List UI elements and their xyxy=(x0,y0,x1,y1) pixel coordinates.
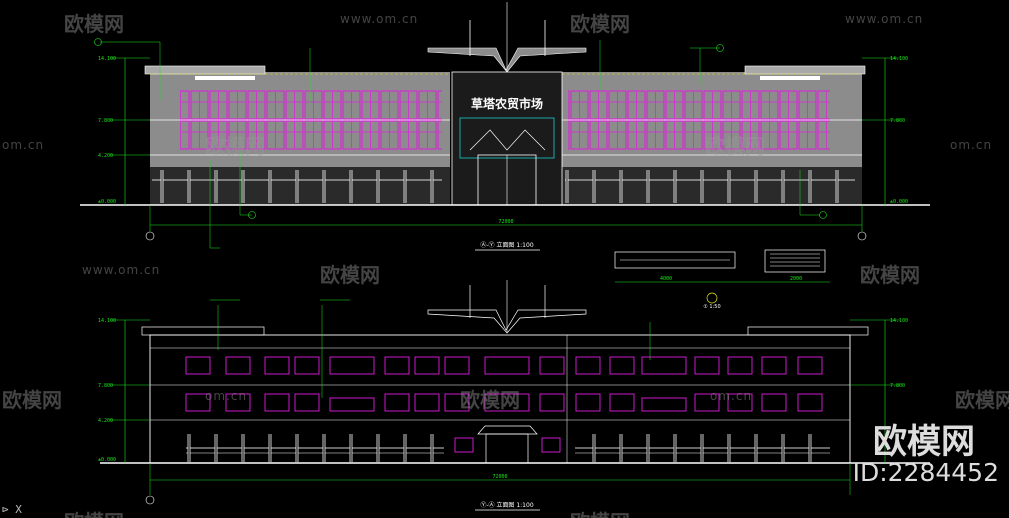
svg-text:±0.000: ±0.000 xyxy=(890,199,908,205)
watermark-url: www.om.cn xyxy=(845,12,924,26)
svg-text:72000: 72000 xyxy=(492,474,507,480)
rear-right-shutters xyxy=(575,434,830,462)
svg-text:4.200: 4.200 xyxy=(98,153,113,159)
rear-elevation: 72000 14.100 7.800 4.200 ±0.000 14.100 7… xyxy=(98,280,930,511)
watermark-logo: 欧模网 xyxy=(570,12,630,36)
watermark-url: om.cn xyxy=(2,138,45,152)
watermark-logo: 欧模网 xyxy=(460,388,520,412)
svg-text:7.800: 7.800 xyxy=(98,118,113,124)
watermark-url: om.cn xyxy=(205,389,248,403)
svg-text:7.800: 7.800 xyxy=(890,118,905,124)
watermark-logo: 欧模网 xyxy=(2,388,62,412)
svg-text:14.100: 14.100 xyxy=(98,56,116,62)
rear-elevation-title: Ⓨ-Ⓐ 立面图 1:100 xyxy=(480,501,533,509)
svg-text:14.100: 14.100 xyxy=(890,318,908,324)
svg-text:±0.000: ±0.000 xyxy=(98,199,116,205)
front-left-shopfronts xyxy=(152,170,442,203)
rear-left-shutters xyxy=(186,434,444,462)
svg-text:±0.000: ±0.000 xyxy=(98,457,116,463)
watermark-logo: 欧模网 xyxy=(64,506,124,518)
parapet-detail: 4000 2000 ① 1:50 xyxy=(614,249,830,310)
svg-text:4.200: 4.200 xyxy=(98,418,113,424)
front-overall-dimension: 72000 xyxy=(498,219,513,225)
watermark-url: www.om.cn xyxy=(82,263,161,277)
watermark-url: www.om.cn xyxy=(340,12,419,26)
command-line-prompt[interactable]: ⊳ X xyxy=(2,503,22,516)
watermark-logo: 欧模网 xyxy=(705,134,765,158)
watermark-url: om.cn xyxy=(950,138,993,152)
watermark-url: om.cn xyxy=(710,389,753,403)
watermark-logo: 欧模网 xyxy=(955,388,1009,412)
watermark-logo: 欧模网 xyxy=(64,12,124,36)
svg-text:4000: 4000 xyxy=(660,276,672,282)
svg-text:14.100: 14.100 xyxy=(890,56,908,62)
watermark-logo: 欧模网 xyxy=(860,263,920,287)
svg-text:7.800: 7.800 xyxy=(98,383,113,389)
svg-text:2000: 2000 xyxy=(790,276,802,282)
watermark-logo: 欧模网 xyxy=(320,263,380,287)
svg-text:14.100: 14.100 xyxy=(98,318,116,324)
front-elevation-title: Ⓐ-Ⓨ 立面图 1:100 xyxy=(480,241,533,249)
svg-text:7.800: 7.800 xyxy=(890,383,905,389)
watermark-logo: 欧模网 xyxy=(570,506,630,518)
front-right-shopfronts xyxy=(565,170,855,203)
detail-title: ① 1:50 xyxy=(703,304,720,310)
front-elevation: 草塔农贸市场 72000 14.100 7.800 4.200 ±0.000 1… xyxy=(80,2,930,251)
id-watermark-code: ID:2284452 xyxy=(852,458,999,487)
building-sign: 草塔农贸市场 xyxy=(471,96,543,111)
id-watermark-logo: 欧模网 xyxy=(873,422,975,462)
watermark-logo: 欧模网 xyxy=(205,134,265,158)
